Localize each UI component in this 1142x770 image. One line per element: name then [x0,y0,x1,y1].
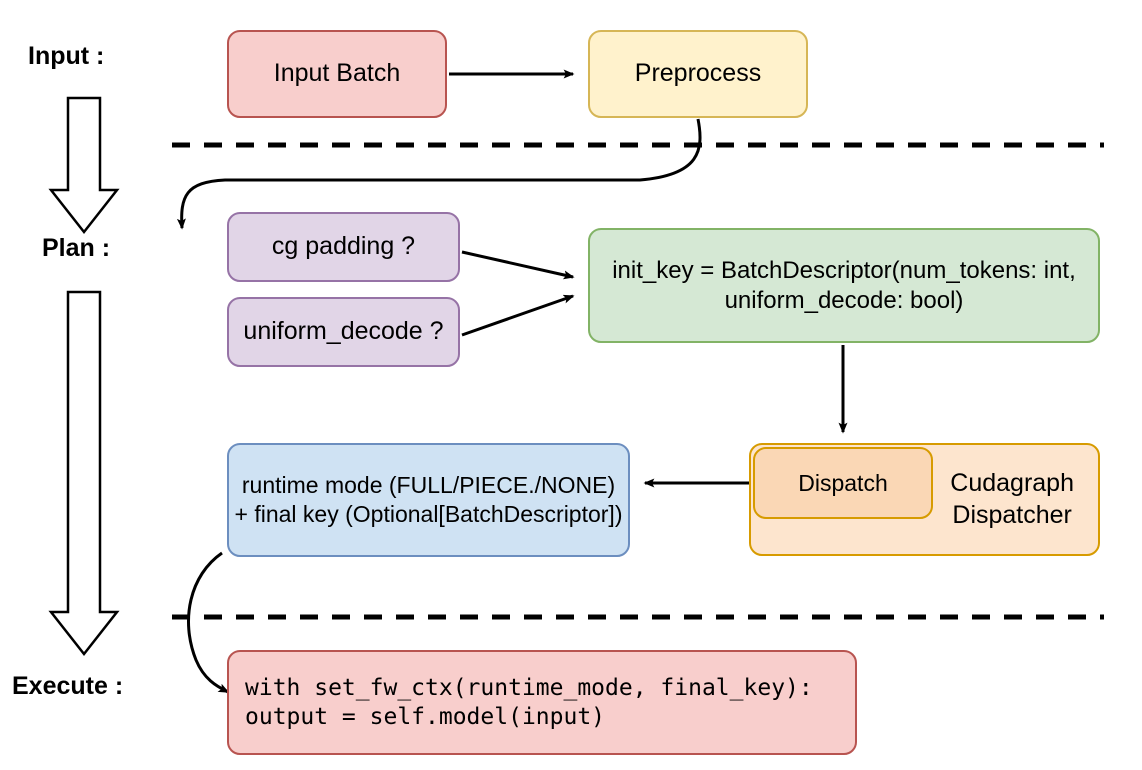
node-input-batch-label: Input Batch [273,59,401,88]
node-execute-code-label: with set_fw_ctx(runtime_mode, final_key)… [245,674,813,730]
node-dispatch[interactable]: Dispatch [753,447,933,519]
node-input-batch[interactable]: Input Batch [227,30,447,118]
runtime-mode-to-execute-code-connector [187,551,230,694]
node-execute-code[interactable]: with set_fw_ctx(runtime_mode, final_key)… [227,650,857,755]
node-runtime-mode-label: runtime mode (FULL/PIECE./NONE) + final … [234,472,623,527]
node-dispatch-label: Dispatch [798,469,888,496]
stage-label-execute: Execute : [12,672,124,700]
plan-to-execute-block-arrow [48,290,120,657]
node-cudagraph-dispatcher-label: Cudagraph Dispatcher [950,469,1074,529]
node-cg-padding-label: cg padding ? [271,232,416,261]
node-uniform-decode-label: uniform_decode ? [243,317,444,346]
node-init-key[interactable]: init_key = BatchDescriptor(num_tokens: i… [588,228,1100,343]
node-init-key-label: init_key = BatchDescriptor(num_tokens: i… [612,256,1076,314]
cg-padding-to-init-key-connector [461,250,575,280]
node-runtime-mode[interactable]: runtime mode (FULL/PIECE./NONE) + final … [227,443,630,557]
node-uniform-decode[interactable]: uniform_decode ? [227,297,460,367]
node-cg-padding[interactable]: cg padding ? [227,212,460,282]
node-preprocess[interactable]: Preprocess [588,30,808,118]
uniform-decode-to-init-key-connector [461,294,575,337]
stage-label-plan: Plan : [42,234,111,262]
node-preprocess-label: Preprocess [634,59,762,88]
preprocess-to-cg-padding-connector [176,118,702,230]
input-to-plan-block-arrow [48,96,120,235]
stage-label-input: Input : [28,42,105,70]
